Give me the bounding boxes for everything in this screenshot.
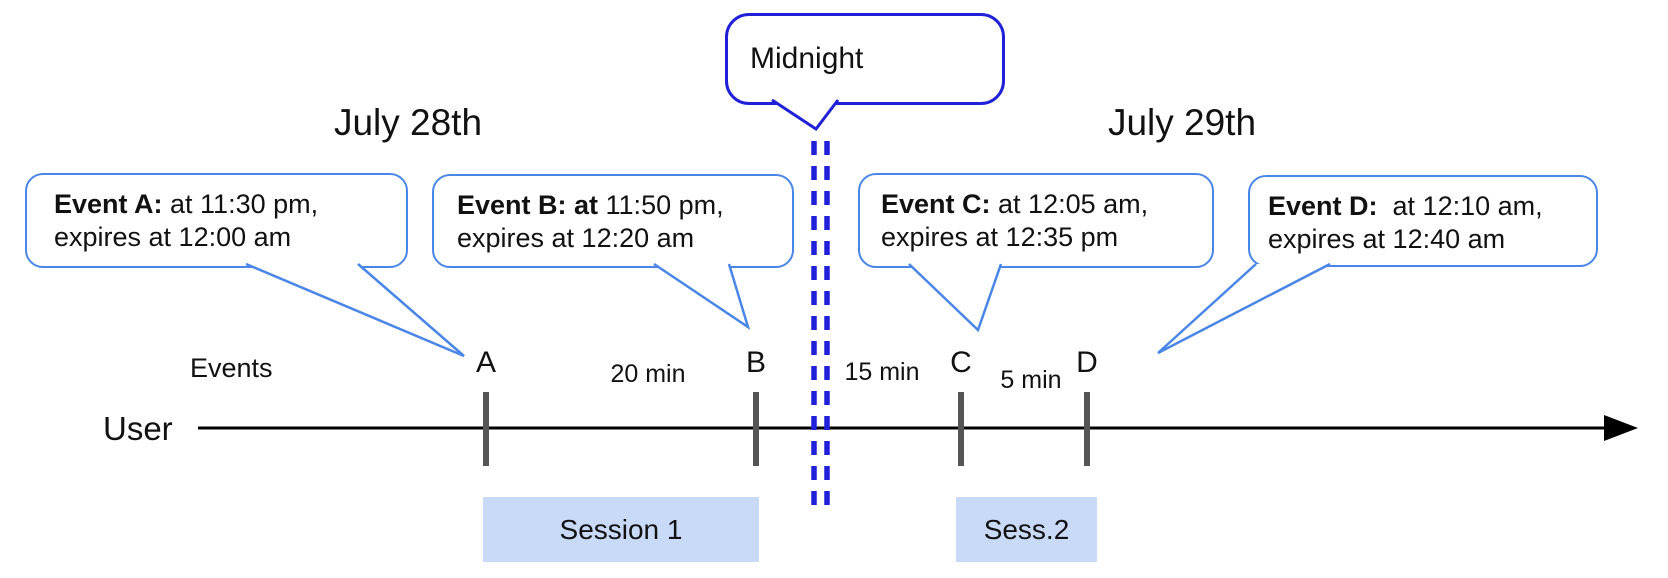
marker-label-a: A — [475, 346, 496, 379]
event-d-time: at 12:10 am, — [1377, 191, 1543, 221]
event-c-time: at 12:05 am, — [990, 189, 1149, 219]
timeline-arrowhead-icon — [1604, 415, 1638, 441]
marker-label-c: C — [950, 346, 972, 379]
event-c-expiry: expires at 12:35 pm — [881, 222, 1119, 252]
event-a-title: Event A: — [54, 189, 163, 219]
session-2-box: Sess.2 — [956, 497, 1097, 562]
event-a-time: at 11:30 pm, — [162, 189, 319, 219]
interval-a-b-label: 20 min — [610, 360, 686, 388]
event-b-callout-tail — [653, 262, 751, 330]
event-a-expiry: expires at 12:00 am — [54, 222, 292, 252]
marker-label-b: B — [745, 346, 766, 379]
event-d-line1: Event D: at 12:10 am, — [1268, 190, 1596, 223]
event-a-line1: Event A: at 11:30 pm, — [54, 188, 406, 221]
user-axis-label: User — [103, 410, 173, 447]
session-2-label: Sess.2 — [983, 513, 1070, 545]
interval-c-d-label: 5 min — [1000, 366, 1062, 394]
event-b-expiry: expires at 12:20 am — [457, 223, 695, 253]
event-c-line1: Event C: at 12:05 am, — [881, 188, 1212, 221]
event-d-callout: Event D: at 12:10 am, expires at 12:40 a… — [1248, 175, 1598, 267]
event-c-callout: Event C: at 12:05 am, expires at 12:35 p… — [858, 173, 1214, 268]
midnight-label: Midnight — [750, 42, 864, 75]
event-d-title: Event D: — [1268, 191, 1378, 221]
event-b-line1: Event B: at 11:50 pm, — [457, 189, 792, 222]
interval-b-c-label: 15 min — [844, 358, 920, 386]
event-d-expiry: expires at 12:40 am — [1268, 224, 1506, 254]
event-b-title: Event B: at — [457, 190, 599, 220]
event-c-callout-tail — [908, 263, 1003, 333]
event-c-title: Event C: — [881, 189, 991, 219]
events-axis-label: Events — [190, 353, 273, 383]
midnight-callout: Midnight — [725, 13, 1005, 105]
event-a-callout-tail — [245, 262, 465, 358]
event-a-callout: Event A: at 11:30 pm, expires at 12:00 a… — [25, 173, 408, 268]
date-label-july-29: July 29th — [1107, 102, 1257, 143]
marker-label-d: D — [1076, 346, 1098, 379]
event-b-callout: Event B: at 11:50 pm, expires at 12:20 a… — [432, 174, 794, 268]
session-1-label: Session 1 — [559, 513, 683, 545]
date-label-july-28: July 28th — [333, 102, 483, 143]
session-1-box: Session 1 — [483, 497, 759, 562]
event-b-time: 11:50 pm, — [598, 190, 724, 220]
event-d-callout-tail — [1157, 262, 1331, 355]
